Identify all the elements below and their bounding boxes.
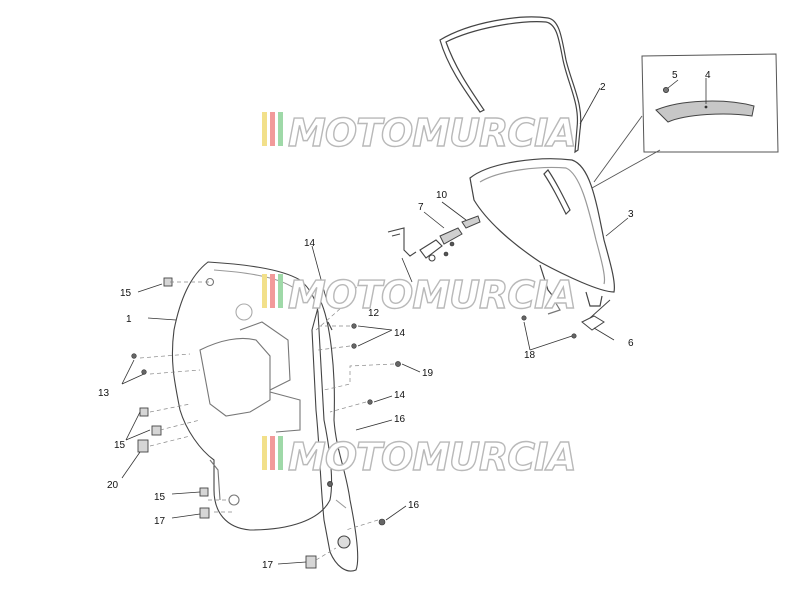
callout-14-mid: 14 [394, 328, 406, 339]
watermark-text: MOTOMURCIA [288, 111, 576, 155]
leader-lines [121, 78, 707, 565]
callout-1: 1 [126, 314, 132, 325]
callout-18: 18 [524, 350, 536, 361]
callout-6: 6 [628, 338, 634, 349]
trim-strip-part [655, 100, 755, 123]
watermark-top: MOTOMURCIA [262, 110, 577, 156]
callout-19: 19 [422, 368, 434, 379]
callout-labels: 2 5 4 3 10 7 14 15 12 1 14 6 18 19 13 14… [98, 70, 711, 571]
leg-shield-panel [171, 261, 333, 531]
callout-10: 10 [436, 190, 448, 201]
callout-17-mid: 17 [154, 516, 166, 527]
clip-part [151, 425, 162, 436]
inner-panel-right [311, 298, 359, 572]
callout-12: 12 [368, 308, 380, 319]
clip-part [305, 555, 317, 569]
callout-17-low: 17 [262, 560, 274, 571]
windshield [469, 158, 615, 315]
clip-part [199, 507, 210, 519]
callout-15-mid: 15 [114, 440, 126, 451]
screws-parts [131, 315, 577, 526]
callout-7: 7 [418, 202, 424, 213]
windshield-detail-inset [591, 53, 779, 189]
callout-5: 5 [672, 70, 678, 81]
clip-part [139, 407, 149, 417]
watermark-text: MOTOMURCIA [288, 273, 576, 317]
callout-3: 3 [628, 209, 634, 220]
callout-15-low: 15 [154, 492, 166, 503]
clip-part [199, 487, 209, 497]
watermark-bottom: MOTOMURCIA [262, 434, 577, 480]
watermark-middle: MOTOMURCIA [262, 272, 577, 318]
callout-16-low: 16 [408, 500, 420, 511]
callout-4: 4 [705, 70, 711, 81]
callout-20: 20 [107, 480, 119, 491]
clip-part [137, 439, 149, 453]
callout-14-top: 14 [304, 238, 316, 249]
screw-part [663, 87, 670, 94]
windshield-seal [439, 16, 582, 154]
side-mount-bracket [581, 299, 611, 331]
callout-16-mid: 16 [394, 414, 406, 425]
bracket-screws [443, 241, 455, 257]
watermark-text: MOTOMURCIA [288, 435, 576, 479]
callout-15-top: 15 [120, 288, 132, 299]
callout-13: 13 [98, 388, 110, 399]
callout-14-low: 14 [394, 390, 406, 401]
bracket-clamp [439, 215, 481, 245]
assembly-lines [139, 279, 395, 561]
mirror-bracket [387, 227, 443, 262]
callout-2: 2 [600, 82, 606, 93]
